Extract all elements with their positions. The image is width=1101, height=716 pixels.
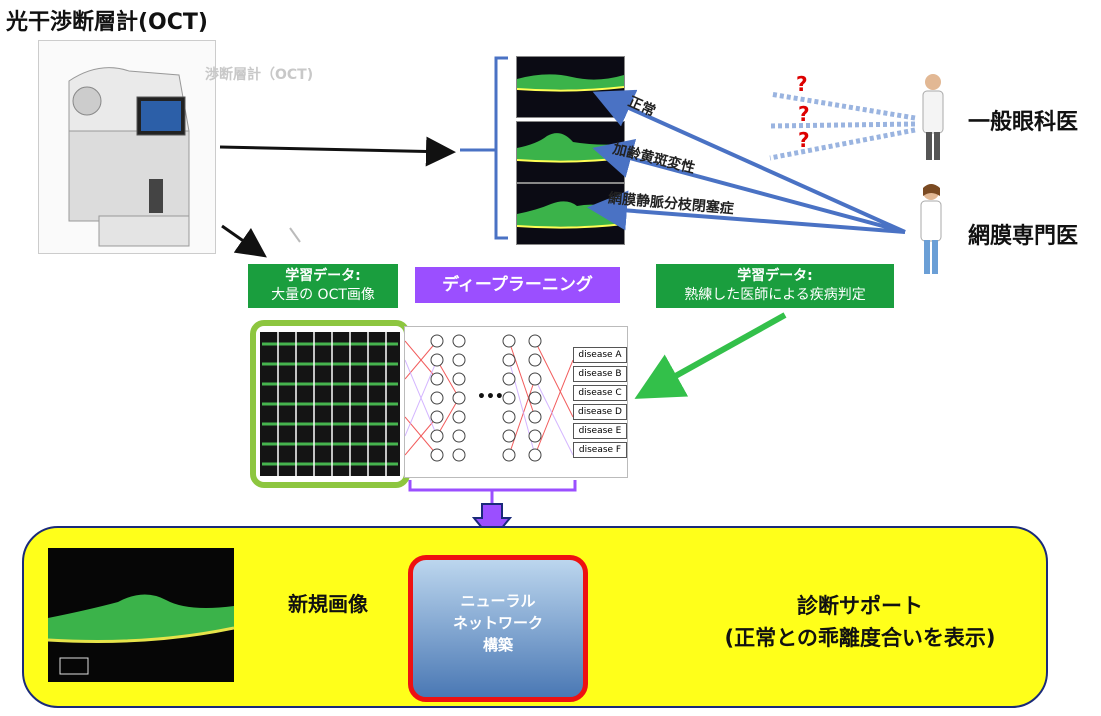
oct-thumbnail-grid bbox=[250, 320, 410, 488]
disease-label: disease B bbox=[573, 366, 627, 382]
training-data-text: 熟練した医師による疾病判定 bbox=[684, 287, 866, 303]
support-title: 診断サポート bbox=[797, 594, 923, 618]
neural-network-build-box: ニューラル ネットワーク 構築 bbox=[408, 555, 588, 702]
new-oct-image bbox=[47, 548, 235, 682]
neural-box-line: ニューラル bbox=[460, 592, 536, 610]
training-data-images-box: 学習データ: 大量の OCT画像 bbox=[248, 264, 398, 308]
deep-learning-box: ディープラーニング bbox=[415, 267, 620, 303]
general-doctor-icon bbox=[922, 74, 944, 160]
neural-network-illustration: ••• disease A disease B disease C diseas… bbox=[404, 326, 628, 478]
disease-label: disease E bbox=[573, 423, 627, 439]
disease-label: disease A bbox=[573, 347, 627, 363]
support-subtitle: (正常との乖離度合いを表示) bbox=[724, 626, 996, 650]
disease-label: disease D bbox=[573, 404, 627, 420]
layer-ellipsis: ••• bbox=[477, 389, 504, 405]
diagnosis-support-text: 診断サポート (正常との乖離度合いを表示) bbox=[680, 590, 1040, 654]
new-image-label: 新規画像 bbox=[288, 592, 368, 616]
oct-device-image bbox=[38, 40, 216, 254]
disease-label: disease C bbox=[573, 385, 627, 401]
question-mark: ? bbox=[796, 72, 808, 96]
ghost-title: 渉断層計（OCT) bbox=[205, 67, 314, 83]
training-data-labels-box: 学習データ: 熟練した医師による疾病判定 bbox=[656, 264, 894, 308]
training-data-heading: 学習データ: bbox=[737, 268, 813, 284]
disease-label: disease F bbox=[573, 442, 627, 458]
question-mark: ? bbox=[798, 128, 810, 152]
retina-specialist-icon bbox=[920, 184, 942, 274]
oct-scan-normal bbox=[516, 56, 625, 118]
training-data-text: 大量の OCT画像 bbox=[271, 287, 375, 303]
doctor-label-specialist: 網膜専門医 bbox=[968, 224, 1079, 249]
training-data-heading: 学習データ: bbox=[285, 268, 361, 284]
doctor-label-general: 一般眼科医 bbox=[968, 110, 1079, 135]
question-mark: ? bbox=[798, 102, 810, 126]
diagram-title: 光干渉断層計(OCT) bbox=[6, 10, 208, 35]
neural-box-line: ネットワーク bbox=[452, 614, 543, 632]
neural-box-line: 構築 bbox=[482, 636, 513, 654]
